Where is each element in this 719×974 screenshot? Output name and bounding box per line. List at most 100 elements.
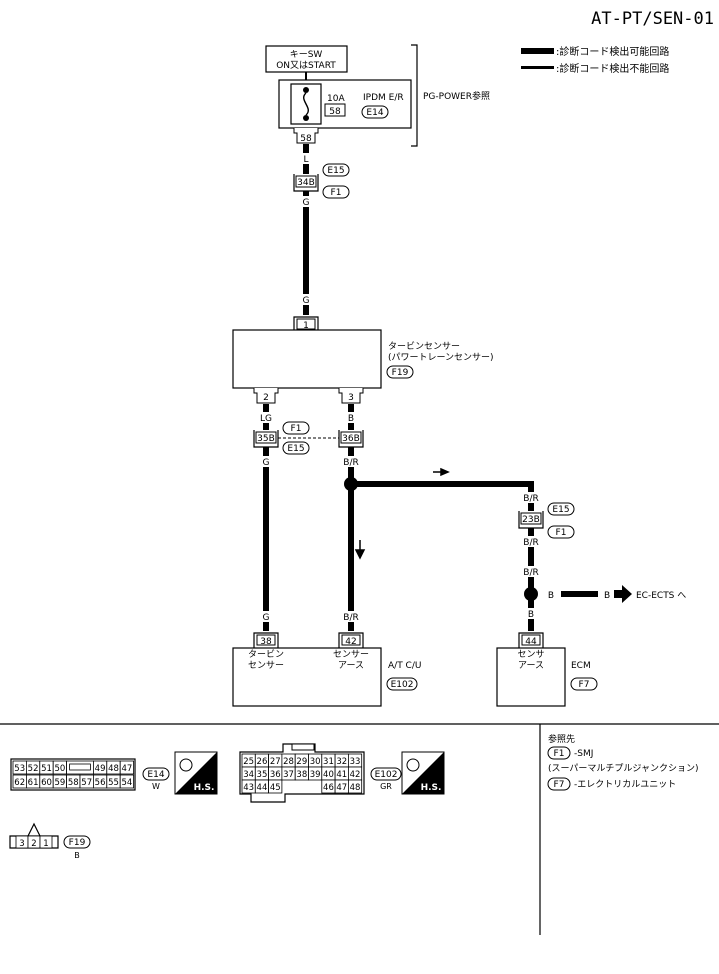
e14-pin: 53 [14,764,25,774]
joint3-conn-top: E15 [552,505,569,515]
wire-color-B: B [348,414,354,424]
e102-pin: 37 [283,770,294,780]
wire-color-L: L [303,155,308,165]
ecm-pin-44: 44 [525,637,537,647]
e102-pin: 34 [243,770,254,780]
wire-color-BR-3: B/R [523,494,538,504]
ecm-name: ECM [571,661,591,671]
joint2-conn-bottom: E15 [287,444,304,454]
atcu-pin-42: 42 [345,637,356,647]
ecm-label-sensor: センサ [517,649,544,660]
e102-pin: 33 [350,757,361,767]
key-switch-state: ON又はSTART [276,60,336,71]
e14-pin: 55 [108,778,119,788]
e14-pin: 47 [121,764,132,774]
e102-pin: 44 [257,783,268,793]
wire-color-G-3: G [263,458,270,468]
turbine-sensor-name: タービンセンサー [388,341,460,352]
f19-label: F19 [69,838,86,848]
e102-pin: 46 [323,783,334,793]
joint2-pin-a: 35B [257,434,275,444]
e102-pin: 48 [350,783,361,793]
hs-label-e14: H.S. [194,783,215,793]
atcu-label-sensor: センサー [248,660,284,671]
wire-color-BR-1: B/R [343,458,358,468]
ref-f1-desc: (スーパーマルチプルジャンクション) [548,763,698,774]
turbine-pin-3: 3 [348,393,354,403]
joint1-conn-bottom: F1 [331,188,342,198]
e102-pin: 32 [336,757,347,767]
e102-pin: 30 [310,757,321,767]
f19-pin: 3 [19,839,24,849]
e102-pin: 25 [243,757,254,767]
key-switch-box [265,45,348,73]
turbine-sensor-conn: F19 [392,368,409,378]
e14-pin: 60 [41,778,52,788]
e102-pin: 47 [336,783,347,793]
e102-pin: 42 [350,770,361,780]
e102-pin: 35 [257,770,268,780]
wire-color-B-3: B [548,591,554,601]
atcu-box [232,647,382,707]
arrow-right-icon [433,467,450,477]
atcu-label-sensor2: センサー [333,649,369,660]
e102-pin: 45 [270,783,281,793]
wire-color-B-2: B [528,610,534,620]
atcu-pin-38: 38 [260,637,272,647]
e102-pin: 27 [270,757,281,767]
ref-f7-code: F7 [554,780,565,790]
e14-pin: 57 [81,778,92,788]
joint3-pin: 23B [522,515,540,525]
e102-pin: 43 [243,783,254,793]
ecm-box [496,647,566,707]
wire-color-BR-5: B/R [523,568,538,578]
e14-pin: 48 [108,764,119,774]
e14-pin: 58 [68,778,79,788]
e102-pin: 41 [336,770,347,780]
joint2-pin-b: 36B [342,434,360,444]
splice-point-2 [524,587,538,601]
e14-pin: 54 [121,778,132,788]
page-id: AT-PT/SEN-01 [591,9,714,29]
e14-label: E14 [147,770,164,780]
joint1-pin: 34B [297,178,315,188]
e14-pin: 56 [95,778,106,788]
e14-pin: 50 [54,764,65,774]
e14-pin: 62 [14,778,25,788]
ref-f7-name: -エレクトリカルユニット [574,779,676,790]
e102-pin: 36 [270,770,281,780]
e102-pin: 38 [296,770,307,780]
wire-color-BR-4: B/R [523,538,538,548]
ipdm-connector: E14 [366,108,383,118]
fuse-icon [303,92,309,116]
wire-color-G-4: G [263,613,270,623]
ipdm-name: IPDM E/R [363,93,404,103]
legend-thin-line [521,66,554,69]
e102-label: E102 [375,770,398,780]
ecm-conn: F7 [579,680,590,690]
pg-power-reference: PG-POWER参照 [423,90,490,102]
f19-pin: 1 [43,839,48,849]
joint2-conn-top: F1 [291,424,302,434]
key-switch-label: キーSW [290,50,323,60]
turbine-sensor-subname: (パワートレーンセンサー) [388,352,494,363]
e102-pin: 29 [296,757,307,767]
legend-detectable: :診断コード検出可能回路 [556,45,669,58]
f19-pin: 2 [31,839,36,849]
hs-badge-e14: H.S. [174,751,218,795]
e102-pin: 26 [257,757,268,767]
atcu-label-turbine: タービン [248,649,284,660]
ecm-label-ground: アース [518,661,544,671]
ipdm-fuse-pin: 58 [329,107,341,117]
e102-pin: 28 [283,757,294,767]
atcu-conn: E102 [391,680,414,690]
f19-color: B [74,851,80,860]
e102-pin: 31 [323,757,334,767]
e102-color: GR [380,782,392,791]
e14-pin: 49 [95,764,106,774]
e14-pin: 51 [41,764,52,774]
legend-not-detectable: :診断コード検出不能回路 [556,62,669,75]
turbine-sensor-box [232,329,382,389]
